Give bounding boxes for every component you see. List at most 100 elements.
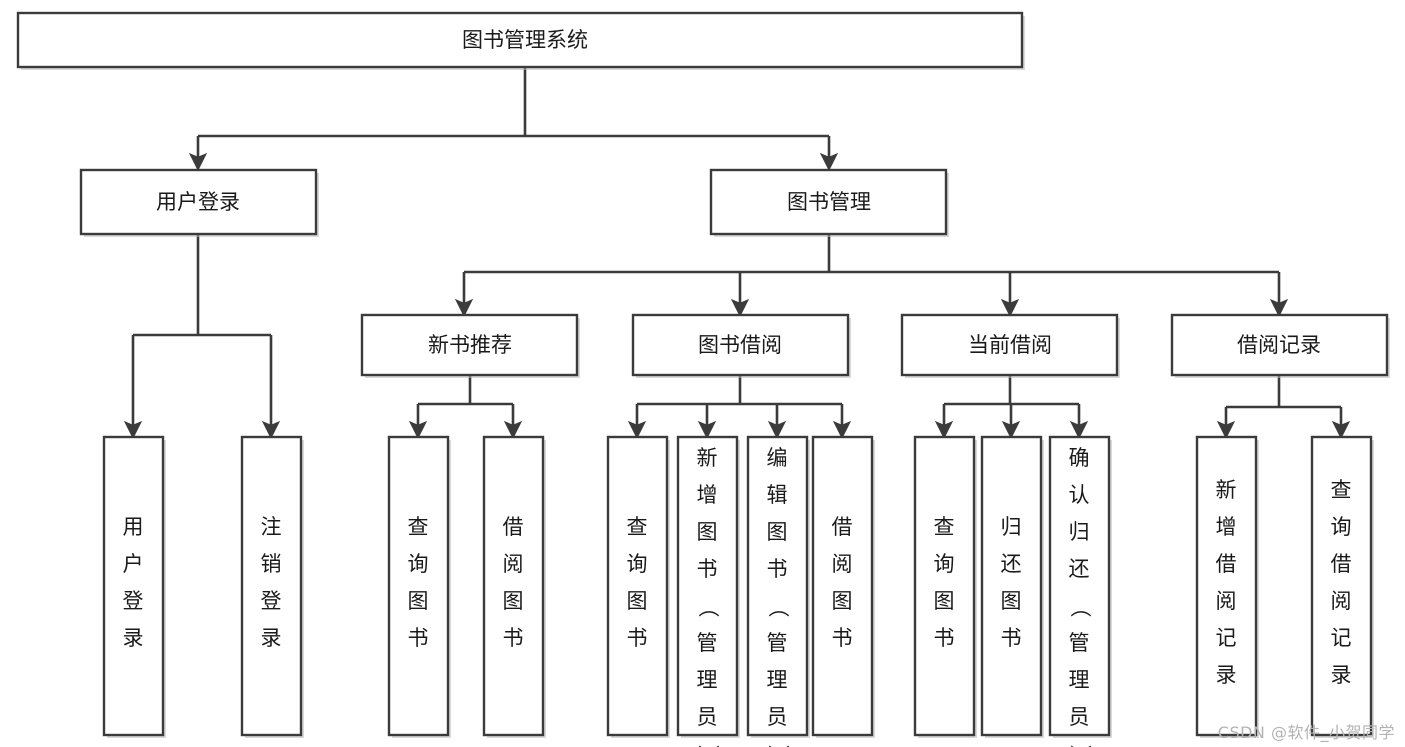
svg-text:阅: 阅	[503, 552, 524, 576]
svg-text:书: 书	[503, 626, 524, 650]
svg-text:阅: 阅	[1331, 589, 1352, 613]
connector-layer	[123, 67, 1351, 440]
node-leaf-query-book-c[interactable]	[913, 435, 977, 738]
svg-text:理: 理	[697, 668, 718, 692]
node-root-label: 图书管理系统	[462, 28, 588, 52]
node-new-book-recommend-label: 新书推荐	[428, 333, 512, 357]
node-book-borrow-label: 图书借阅	[698, 333, 782, 357]
node-book-borrow[interactable]: 图书借阅	[631, 313, 851, 378]
svg-text:图: 图	[627, 589, 648, 613]
svg-text:管: 管	[767, 631, 788, 655]
svg-text:（: （	[696, 597, 720, 618]
node-root-system[interactable]: 图书管理系统	[16, 11, 1025, 70]
node-leaf-add-book-admin[interactable]	[676, 435, 740, 738]
node-leaf-add-borrow-record[interactable]	[1195, 435, 1259, 738]
svg-text:确: 确	[1069, 446, 1090, 470]
svg-text:认: 认	[1069, 483, 1090, 507]
svg-text:图: 图	[934, 589, 955, 613]
svg-text:记: 记	[1216, 626, 1237, 650]
node-new-book-recommend[interactable]: 新书推荐	[360, 313, 580, 378]
svg-text:借: 借	[832, 515, 853, 539]
node-book-manage-label: 图书管理	[787, 190, 871, 214]
svg-text:录: 录	[123, 626, 144, 650]
svg-text:阅: 阅	[832, 552, 853, 576]
svg-text:登: 登	[261, 589, 282, 613]
svg-text:录: 录	[261, 626, 282, 650]
node-leaf-query-borrow-record[interactable]	[1310, 435, 1374, 738]
svg-text:查: 查	[1331, 478, 1352, 502]
svg-text:新: 新	[1216, 478, 1237, 502]
svg-text:新: 新	[697, 446, 718, 470]
svg-text:（: （	[766, 597, 790, 618]
node-user-login[interactable]: 用户登录	[79, 168, 319, 237]
svg-text:）: ）	[1068, 745, 1092, 747]
svg-text:员: 员	[1069, 705, 1090, 729]
svg-text:书: 书	[408, 626, 429, 650]
node-leaf-edit-book-admin[interactable]	[746, 435, 810, 738]
svg-text:询: 询	[934, 552, 955, 576]
svg-text:书: 书	[627, 626, 648, 650]
node-leaf-user-login[interactable]	[102, 435, 166, 738]
svg-text:还: 还	[1069, 557, 1090, 581]
svg-text:书: 书	[1001, 626, 1022, 650]
svg-text:归: 归	[1001, 515, 1022, 539]
svg-text:记: 记	[1331, 626, 1352, 650]
node-current-borrow-label: 当前借阅	[968, 333, 1052, 357]
svg-text:增: 增	[697, 483, 718, 507]
node-leaf-return-book[interactable]	[980, 435, 1044, 738]
svg-text:管: 管	[697, 631, 718, 655]
svg-text:书: 书	[697, 557, 718, 581]
svg-text:询: 询	[1331, 515, 1352, 539]
svg-text:编: 编	[767, 446, 788, 470]
svg-text:查: 查	[627, 515, 648, 539]
svg-text:管: 管	[1069, 631, 1090, 655]
svg-text:图: 图	[503, 589, 524, 613]
svg-text:注: 注	[261, 515, 282, 539]
svg-text:理: 理	[1069, 668, 1090, 692]
svg-text:书: 书	[934, 626, 955, 650]
node-borrow-record-label: 借阅记录	[1237, 333, 1321, 357]
svg-text:询: 询	[627, 552, 648, 576]
node-leaf-query-book-a[interactable]	[387, 435, 451, 738]
svg-text:登: 登	[123, 589, 144, 613]
svg-text:（: （	[1068, 597, 1092, 618]
svg-text:图: 图	[697, 520, 718, 544]
node-book-manage[interactable]: 图书管理	[709, 168, 949, 237]
node-borrow-record[interactable]: 借阅记录	[1170, 313, 1390, 378]
node-current-borrow[interactable]: 当前借阅	[900, 313, 1120, 378]
svg-text:图: 图	[832, 589, 853, 613]
node-leaf-borrow-book-b[interactable]	[811, 435, 875, 738]
svg-text:理: 理	[767, 668, 788, 692]
svg-text:图: 图	[1001, 589, 1022, 613]
svg-text:员: 员	[697, 705, 718, 729]
svg-text:借: 借	[1216, 552, 1237, 576]
node-leaf-query-book-b[interactable]	[606, 435, 670, 738]
svg-text:户: 户	[123, 552, 144, 576]
svg-text:录: 录	[1331, 663, 1352, 687]
node-leaf-borrow-book-a[interactable]	[482, 435, 546, 738]
svg-text:录: 录	[1216, 663, 1237, 687]
svg-text:归: 归	[1069, 520, 1090, 544]
node-leaf-confirm-return-admin[interactable]	[1048, 435, 1112, 738]
svg-text:辑: 辑	[767, 483, 788, 507]
svg-text:借: 借	[503, 515, 524, 539]
svg-text:询: 询	[408, 552, 429, 576]
node-leaf-logout-login[interactable]	[240, 435, 304, 738]
svg-text:书: 书	[767, 557, 788, 581]
svg-text:增: 增	[1216, 515, 1237, 539]
watermark-text: CSDN @软件_小贺同学	[1217, 723, 1395, 742]
leaf-label-user-login: 用户登录	[123, 515, 144, 650]
svg-text:查: 查	[934, 515, 955, 539]
